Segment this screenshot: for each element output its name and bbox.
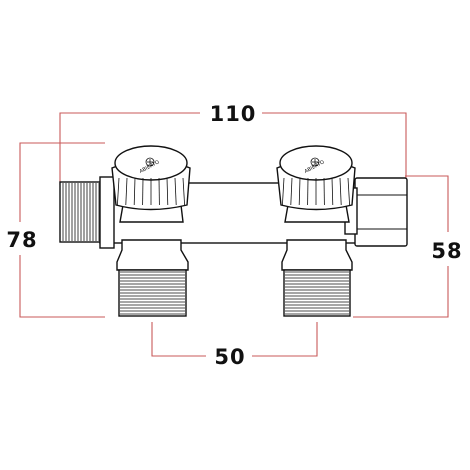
knob-rib-line: [347, 177, 350, 206]
knob-rib-line: [174, 177, 177, 206]
dimension-lines: [19, 112, 449, 357]
knob-rib-line: [298, 177, 301, 206]
dim-58-line-bottom: [353, 266, 449, 318]
dim-50-line: [151, 322, 206, 357]
dim-78-line-bottom: [19, 255, 105, 318]
knob-rib-line: [117, 177, 120, 206]
knob-rib-line: [125, 177, 128, 206]
dim-50-line-right: [252, 322, 318, 357]
dim-label-78: 78: [6, 228, 37, 252]
dim-58-line: [405, 175, 449, 232]
knob-rib-line: [166, 177, 169, 206]
knob-rib-line: [331, 177, 334, 206]
thread-lines: [62, 183, 349, 315]
right-knob-screw: [310, 157, 320, 167]
left-inlet-collar: [99, 176, 115, 249]
knob-rib-line: [182, 177, 185, 206]
dim-110-line: [59, 112, 200, 185]
knob-rib-line: [290, 177, 293, 206]
dim-label-58: 58: [431, 239, 462, 263]
knob-grip-ribs: [117, 177, 350, 206]
right-outlet-shoulder: [281, 239, 353, 271]
dim-label-50: 50: [214, 345, 245, 369]
knob-rib-line: [282, 177, 285, 206]
left-outlet-shoulder: [116, 239, 189, 271]
left-threaded-inlet: [59, 176, 115, 249]
dim-110-line-right: [262, 112, 407, 178]
left-inlet-body: [59, 181, 106, 243]
knob-rib-line: [133, 177, 136, 206]
knob-rib-line: [339, 177, 342, 206]
dim-78-line: [19, 142, 105, 222]
hex-nut-body: [354, 177, 408, 247]
right-hex-nut: [344, 177, 408, 247]
left-knob-screw: [145, 157, 155, 167]
dim-label-110: 110: [210, 102, 257, 126]
